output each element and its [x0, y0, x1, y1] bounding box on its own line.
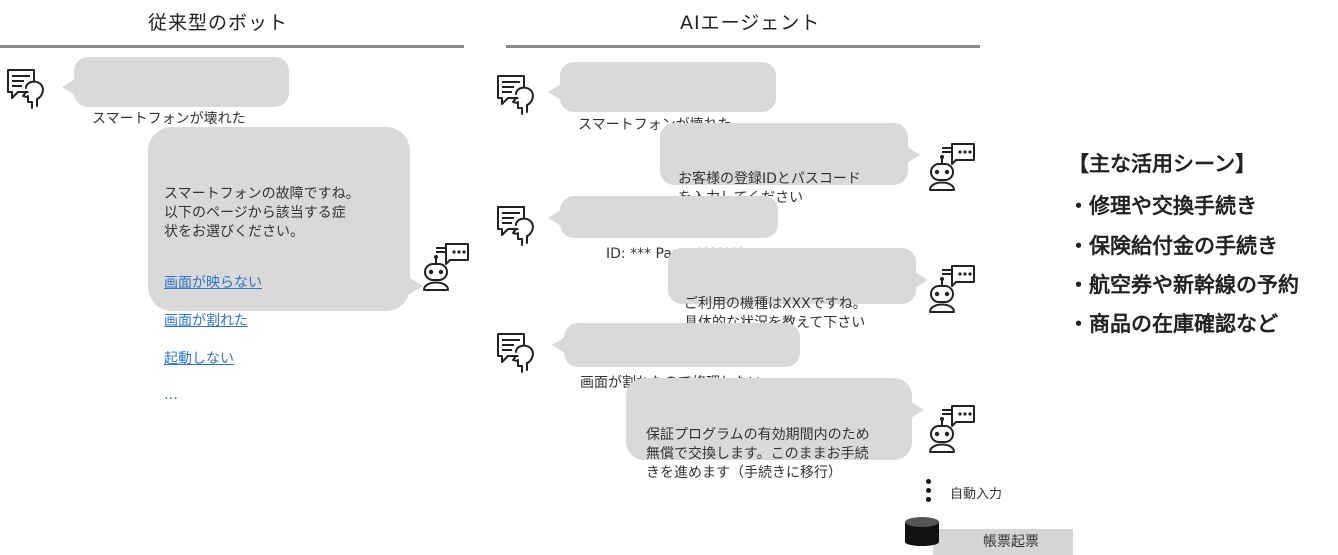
link-screen-cracked[interactable]: 画面が割れた [164, 313, 248, 329]
link-no-boot[interactable]: 起動しない [164, 351, 234, 367]
link-ellipsis: … [164, 387, 178, 403]
left-heading-rule [0, 45, 464, 48]
bubble-tail [915, 272, 928, 288]
auto-input-label: 自動入力 [950, 487, 1003, 502]
right-bot-bubble-2: ご利用の機種はXXXですね。 具体的な状況を教えて下さい [668, 248, 928, 331]
right-user-bubble-3: 画面が割れたので修理したい [552, 323, 800, 391]
right-panel-heading: AIエージェント [680, 12, 821, 34]
right-bot-bubble-3: 保証プログラムの有効期間内のため 無償で交換します。このままお手続 きを進めます… [626, 378, 924, 481]
robot-icon [926, 402, 978, 454]
chat-message: 保証プログラムの有効期間内のため 無償で交換します。このままお手続 きを進めます… [646, 427, 870, 481]
bubble-tail [911, 402, 924, 418]
database-icon [905, 517, 939, 546]
left-bot-message: スマートフォンの故障ですね。 以下のページから該当する症 状をお選びください。 [164, 186, 360, 240]
right-bot-bubble-1: お客様の登録IDとパスコード を入力してください [660, 123, 920, 206]
robot-icon [926, 262, 978, 314]
bubble-tail [552, 337, 565, 353]
user-chat-icon [4, 66, 52, 114]
user-chat-icon [494, 203, 542, 251]
bubble-tail [548, 84, 561, 100]
right-user-bubble-1: スマートフォンが壊れた [548, 62, 776, 133]
user-chat-icon [494, 330, 542, 378]
use-case-item: ・商品の在庫確認など [1068, 312, 1278, 336]
right-user-bubble-2: ID: *** Pass: ******* [548, 196, 778, 262]
robot-icon [926, 140, 978, 192]
left-user-bubble: スマートフォンが壊れた [62, 57, 289, 127]
use-case-item: ・修理や交換手続き [1068, 194, 1257, 218]
document-label: 帳票起票 [983, 534, 1039, 550]
bubble-tail [907, 147, 920, 163]
use-case-item: ・航空券や新幹線の予約 [1068, 273, 1299, 297]
bubble-tail [62, 79, 75, 95]
flow-dots [926, 479, 931, 506]
right-heading-rule [506, 45, 980, 48]
use-cases-title: 【主な活用シーン】 [1068, 152, 1256, 176]
use-case-item: ・保険給付金の手続き [1068, 234, 1278, 258]
left-bot-bubble: スマートフォンの故障ですね。 以下のページから該当する症 状をお選びください。 … [148, 127, 423, 402]
document-bar [933, 529, 1073, 555]
bubble-tail [408, 277, 423, 295]
bubble-tail [548, 210, 561, 226]
link-screen-blank[interactable]: 画面が映らない [164, 275, 262, 291]
user-chat-icon [494, 72, 542, 120]
left-panel-heading: 従来型のボット [148, 12, 289, 34]
left-user-message: スマートフォンが壊れた [92, 111, 246, 127]
robot-icon [420, 240, 472, 292]
